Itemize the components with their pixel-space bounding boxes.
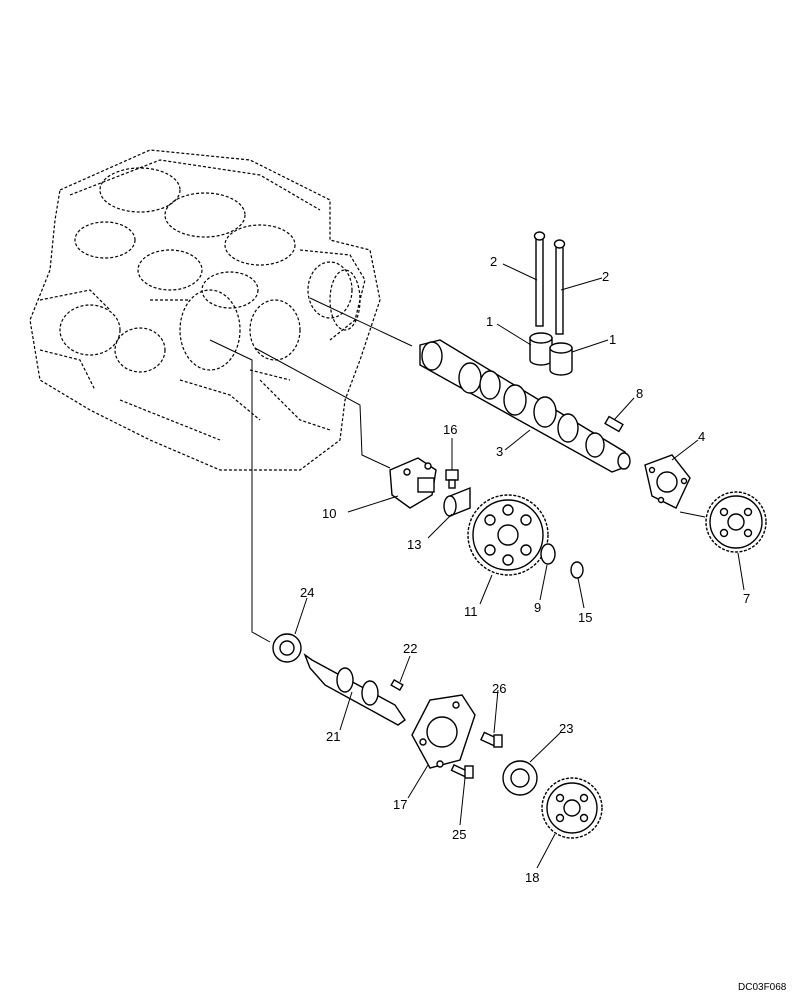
cam-gear	[679, 491, 767, 553]
callout-leaders	[294, 263, 745, 869]
bolt-16	[445, 469, 459, 489]
bearing-23	[502, 760, 538, 796]
bearing-24	[272, 633, 302, 663]
callout-16: 16	[443, 422, 457, 437]
callout-2-left: 2	[490, 254, 497, 269]
key	[604, 415, 624, 433]
balancer-gear	[541, 777, 603, 839]
push-rod-right	[553, 239, 566, 335]
engine-block-phantom	[29, 149, 381, 471]
callout-18: 18	[525, 870, 539, 885]
callout-10: 10	[322, 506, 336, 521]
callout-4: 4	[698, 429, 705, 444]
nut	[570, 561, 584, 579]
callout-23: 23	[559, 721, 573, 736]
idler-gear	[467, 494, 549, 576]
callout-15: 15	[578, 610, 592, 625]
callout-7: 7	[743, 591, 750, 606]
callout-11: 11	[464, 604, 478, 619]
figure-code: DC03F068	[738, 982, 787, 993]
callout-1-right: 1	[609, 332, 616, 347]
callout-3: 3	[496, 444, 503, 459]
bolt-26	[480, 731, 503, 748]
balancer-shaft	[303, 653, 406, 726]
tappet-right	[549, 342, 573, 376]
callout-1-left: 1	[486, 314, 493, 329]
tappet-left	[529, 332, 553, 366]
callout-24: 24	[300, 585, 314, 600]
cover-plate	[411, 694, 476, 769]
callout-25: 25	[452, 827, 466, 842]
callout-21: 21	[326, 729, 340, 744]
callout-labels: 2 2 1 1 3 8 4 7 16 10 13 11 9 15 24 22 2…	[300, 254, 750, 885]
callout-26: 26	[492, 681, 506, 696]
push-rod-left	[533, 231, 546, 327]
callout-17: 17	[393, 797, 407, 812]
camshaft	[419, 339, 631, 473]
idler-gear-shaft	[389, 457, 437, 509]
callout-9: 9	[534, 600, 541, 615]
callout-8: 8	[636, 386, 643, 401]
callout-13: 13	[407, 537, 421, 552]
bushing	[443, 486, 471, 518]
block-leader-lines	[209, 297, 413, 643]
callout-22: 22	[403, 641, 417, 656]
washer	[540, 543, 556, 565]
thrust-plate	[644, 454, 691, 509]
bolt-25	[450, 763, 474, 779]
key-22	[390, 678, 404, 692]
callout-2-right: 2	[602, 269, 609, 284]
